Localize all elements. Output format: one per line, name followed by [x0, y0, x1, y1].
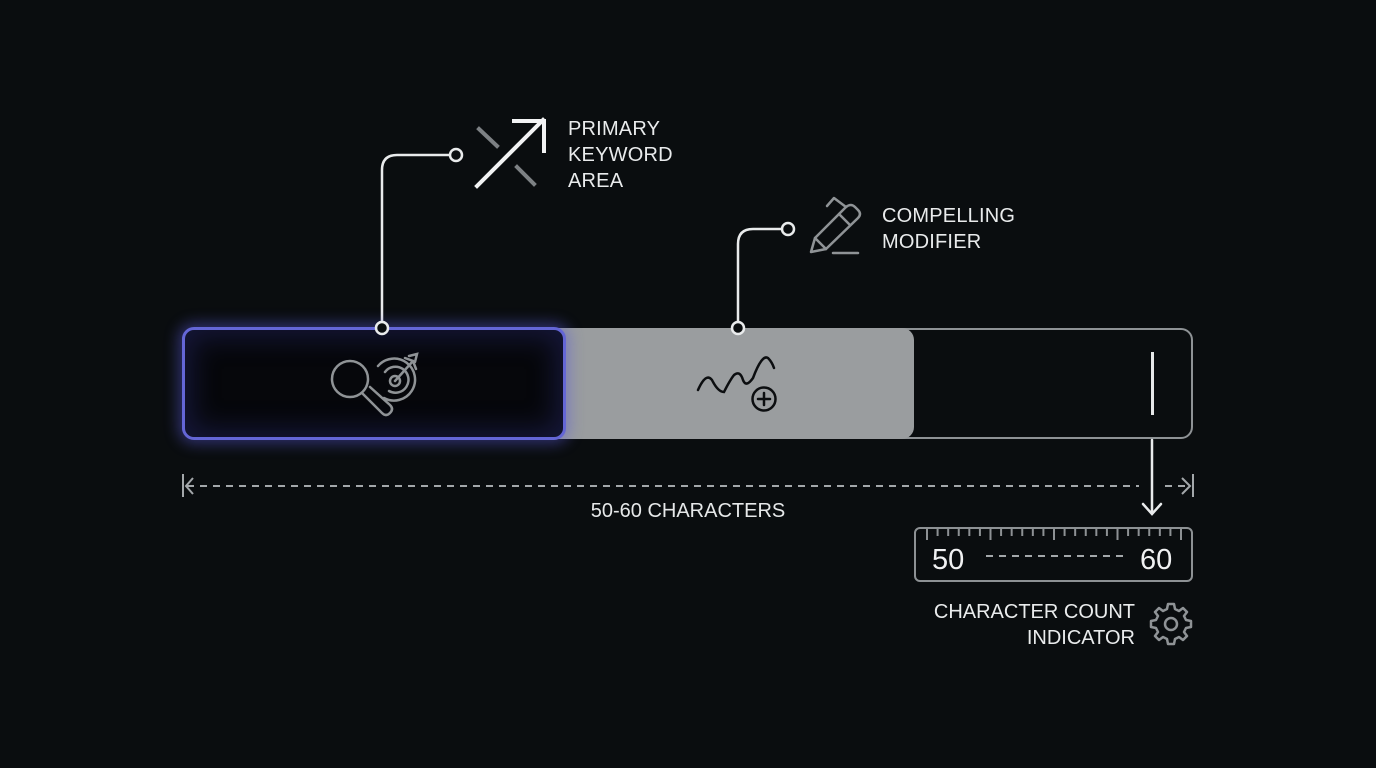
- label-line: COMPELLING: [882, 205, 1016, 227]
- primary-connector-line: [380, 153, 449, 328]
- modifier-anchor-dot: [730, 320, 746, 336]
- text-cursor-icon: [1151, 352, 1154, 415]
- character-count-ruler: [914, 527, 1193, 582]
- pen-icon: [809, 196, 862, 255]
- modifier-label: COMPELLING MODIFIER: [882, 203, 1015, 255]
- range-dimension-line: [182, 474, 1194, 497]
- character-count-label: CHARACTER COUNT INDICATOR: [900, 599, 1135, 651]
- primary-anchor-dot: [374, 320, 390, 336]
- down-arrow-icon: [1141, 438, 1163, 516]
- arrow-up-right-icon: [474, 117, 546, 189]
- modifier-connector-end-dot: [780, 221, 796, 237]
- range-label: 50-60 CHARACTERS: [590, 500, 786, 522]
- label-line: MODIFIER: [882, 231, 982, 253]
- label-line: INDICATOR: [1026, 627, 1135, 649]
- ruler-max-value: 60: [1140, 544, 1173, 576]
- wave-plus-icon: [696, 356, 777, 412]
- label-line: CHARACTER COUNT: [933, 601, 1135, 623]
- primary-keyword-segment: [182, 327, 566, 440]
- label-line: KEYWORD: [568, 144, 673, 166]
- primary-keyword-label: PRIMARY KEYWORD AREA: [568, 116, 673, 194]
- primary-connector-end-dot: [448, 147, 464, 163]
- modifier-segment: [540, 328, 914, 439]
- gear-icon: [1149, 602, 1193, 646]
- search-target-icon: [330, 352, 419, 417]
- ruler-min-value: 50: [932, 544, 965, 576]
- modifier-connector-line: [736, 227, 781, 328]
- label-line: AREA: [568, 170, 624, 192]
- ruler-ticks: [926, 529, 1182, 540]
- label-line: PRIMARY: [568, 118, 661, 140]
